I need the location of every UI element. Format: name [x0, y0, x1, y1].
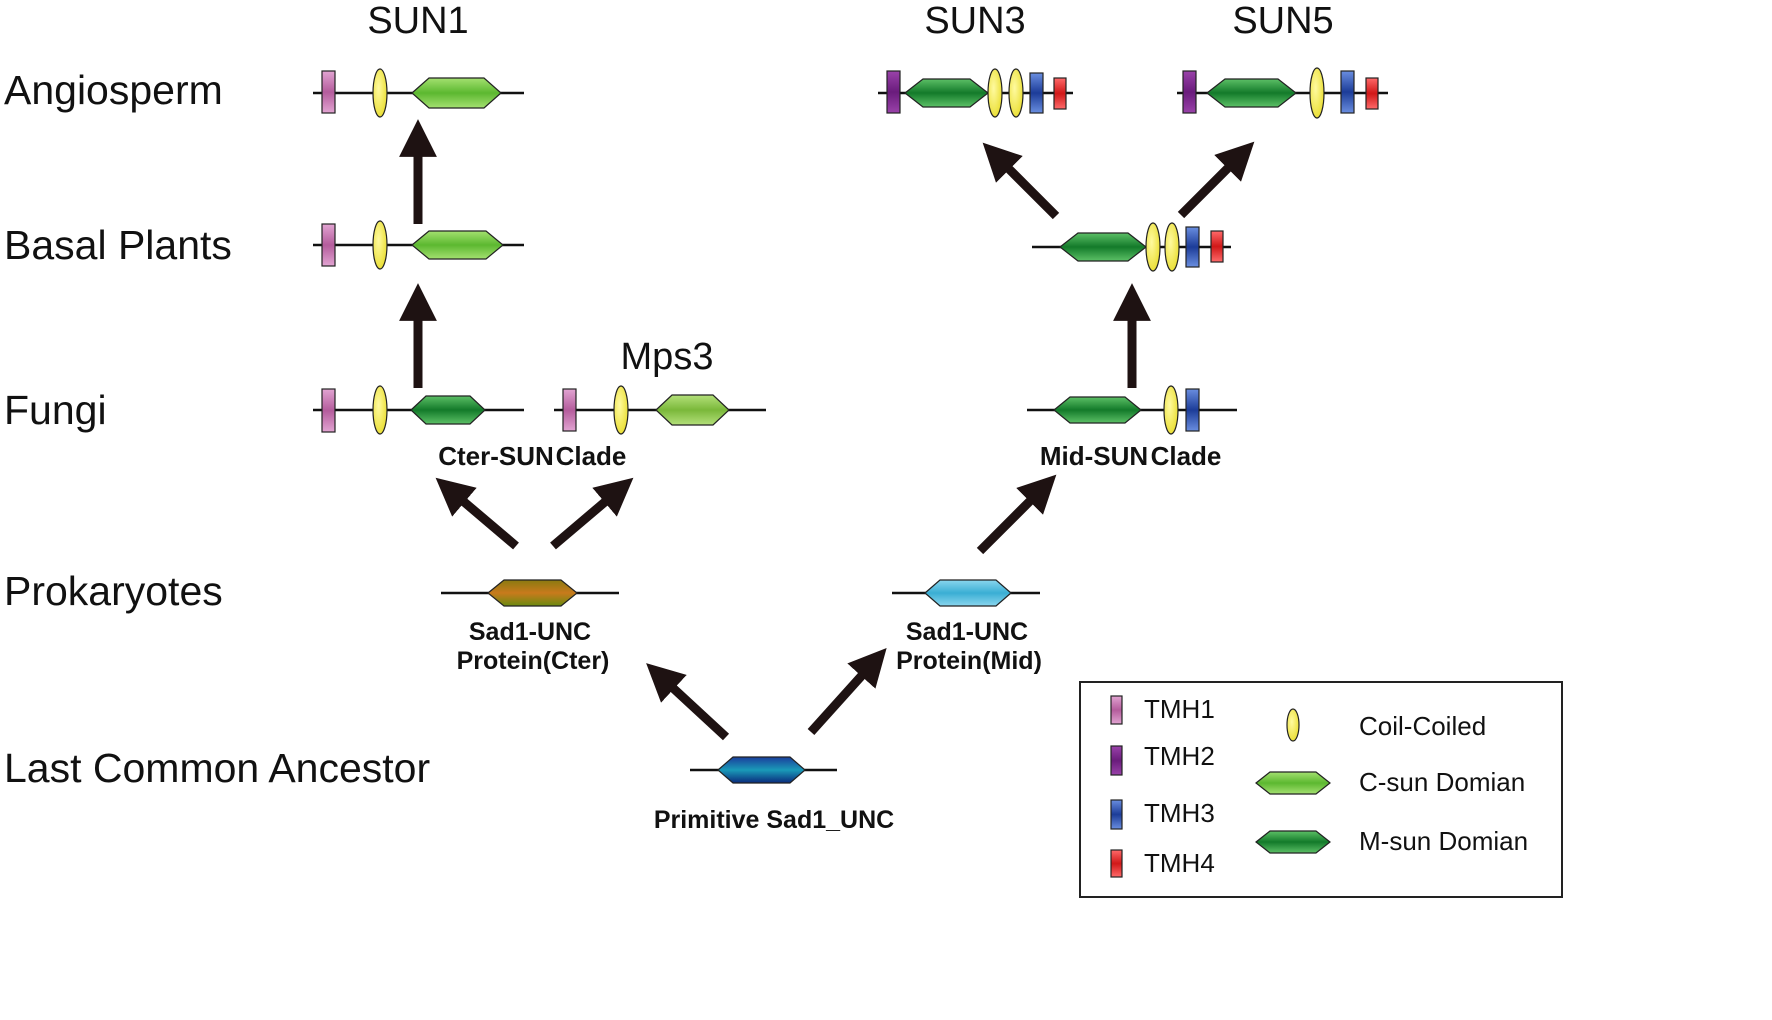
m-sun-domain — [904, 78, 989, 108]
coiled-coil-domain — [613, 385, 629, 435]
legend-tmh4-label: TMH4 — [1144, 848, 1215, 878]
c-sun-domain — [411, 77, 502, 109]
protein-name-sun5: SUN5 — [1232, 0, 1333, 42]
mid-sun-fungi-protein — [1027, 385, 1237, 435]
primitive-sad1-unc-protein — [690, 756, 837, 784]
coiled-coil-domain — [1145, 222, 1161, 272]
node-label-cter-line2: Protein(Cter) — [457, 647, 610, 675]
mid-sun-domain — [924, 579, 1012, 607]
legend-tmh3-swatch — [1110, 799, 1123, 830]
coiled-coil-domain — [987, 68, 1003, 118]
sun3-angiosperm-protein — [878, 68, 1073, 118]
legend-tmh2-label: TMH2 — [1144, 741, 1215, 771]
sad1-unc-mid-protein — [892, 579, 1040, 607]
tmh1-domain — [321, 70, 336, 114]
legend-tmh3-label: TMH3 — [1144, 798, 1215, 828]
coiled-coil-domain — [1163, 385, 1179, 435]
arrow-cter-to-cter-sun — [435, 477, 519, 550]
legend-coil-label: Coil-Coiled — [1359, 711, 1486, 741]
node-label-mid-line1: Sad1-UNC — [906, 618, 1028, 646]
legend-m-sun-label: M-sun Domian — [1359, 826, 1528, 856]
tmh2-domain — [886, 70, 901, 114]
fungi-cter-sun-protein — [313, 385, 524, 435]
coiled-coil-domain — [372, 220, 388, 270]
protein-name-sun1: SUN1 — [367, 0, 468, 42]
arrow-mid-to-mid-sun — [976, 474, 1057, 555]
row-label-basal-plants: Basal Plants — [4, 222, 232, 268]
legend: TMH1 TMH2 TMH3 TMH4 Coil-Coiled C-sun Do… — [1079, 681, 1563, 898]
row-label-last-common-ancestor: Last Common Ancestor — [4, 745, 430, 791]
arrow-primitive-to-mid — [807, 647, 887, 736]
cter-sun-domain — [487, 579, 578, 607]
tmh3-domain — [1029, 72, 1044, 114]
protein-name-sun3: SUN3 — [924, 0, 1025, 42]
legend-tmh2-swatch — [1110, 745, 1123, 776]
sun1-basal-plants-protein — [313, 220, 524, 270]
tmh1-domain — [321, 223, 336, 267]
clade-label-cter-clade: Clade — [556, 441, 627, 471]
coiled-coil-domain — [372, 68, 388, 118]
c-sun-domain — [411, 230, 504, 260]
row-label-prokaryotes: Prokaryotes — [4, 568, 223, 614]
tmh4-domain — [1365, 77, 1379, 110]
tmh2-domain — [1182, 70, 1197, 114]
tmh3-domain — [1340, 70, 1355, 114]
fungi-mps3-protein — [554, 385, 766, 435]
arrow-cter-to-mps3 — [550, 477, 634, 550]
sad1-unc-cter-protein — [441, 579, 619, 607]
legend-tmh1-swatch — [1110, 695, 1123, 725]
evolution-arrows — [399, 119, 1255, 741]
mid-sun-basal-plants-protein — [1032, 222, 1231, 272]
row-label-angiosperm: Angiosperm — [4, 67, 223, 113]
arrow-basal-to-sun5 — [1177, 141, 1255, 219]
node-label-cter-line1: Sad1-UNC — [469, 618, 591, 646]
m-sun-domain — [410, 395, 486, 425]
arrow-primitive-to-cter — [646, 663, 730, 741]
legend-c-sun-swatch — [1255, 771, 1331, 795]
coiled-coil-domain — [1309, 67, 1325, 119]
tmh4-domain — [1053, 77, 1067, 110]
clade-label-mid-clade: Clade — [1151, 441, 1222, 471]
node-label-mid-line2: Protein(Mid) — [896, 647, 1042, 675]
legend-tmh1-label: TMH1 — [1144, 694, 1215, 724]
m-sun-domain — [1206, 78, 1297, 108]
legend-c-sun-label: C-sun Domian — [1359, 767, 1525, 797]
coiled-coil-domain — [372, 385, 388, 435]
legend-tmh4-swatch — [1110, 849, 1123, 878]
protein-name-mps3: Mps3 — [621, 336, 714, 378]
c-sun-domain — [655, 394, 730, 426]
legend-coil-swatch — [1286, 708, 1300, 742]
clade-label-cter-sun: Cter-SUN — [438, 441, 554, 471]
arrow-basal-to-sun3 — [982, 142, 1060, 220]
row-label-fungi: Fungi — [4, 387, 107, 433]
tmh3-domain — [1185, 388, 1200, 432]
sun5-angiosperm-protein — [1177, 67, 1388, 119]
sun1-angiosperm-protein — [313, 68, 524, 118]
m-sun-domain — [1059, 232, 1147, 262]
coiled-coil-domain — [1008, 68, 1024, 118]
m-sun-domain — [1053, 396, 1142, 424]
node-label-primitive: Primitive Sad1_UNC — [654, 806, 894, 834]
legend-m-sun-swatch — [1255, 830, 1331, 854]
tmh1-domain — [562, 388, 577, 432]
tmh3-domain — [1185, 226, 1200, 268]
primitive-sun-domain — [717, 756, 806, 784]
tmh1-domain — [321, 388, 336, 433]
tmh4-domain — [1210, 230, 1224, 263]
clade-label-mid-sun: Mid-SUN — [1040, 441, 1148, 471]
coiled-coil-domain — [1164, 222, 1180, 272]
